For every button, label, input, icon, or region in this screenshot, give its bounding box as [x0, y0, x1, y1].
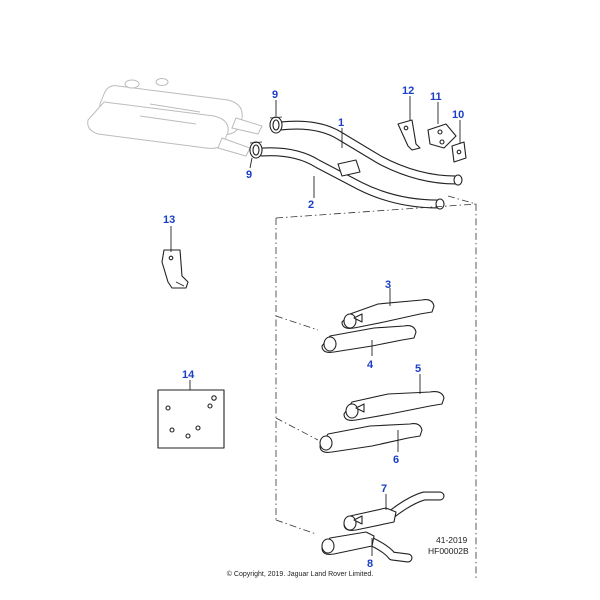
callout-6: 6: [393, 454, 399, 466]
mounting-bracket-12: [397, 119, 421, 151]
callout-2: 2: [308, 199, 314, 211]
fixing-kit-14: [157, 389, 225, 449]
front-silencer-6: [319, 423, 423, 453]
callout-14: 14: [182, 369, 195, 381]
front-silencer-7: [343, 491, 445, 531]
callout-10: 10: [452, 109, 464, 121]
front-pipe-1: [275, 120, 463, 186]
pipe-clamp-upper: [269, 116, 283, 134]
callout-9-lower: 9: [246, 169, 252, 181]
heat-shield-bracket-13: [161, 249, 189, 289]
leader-lines: [170, 96, 461, 556]
rear-silencer-ghost: [87, 78, 263, 157]
callout-13: 13: [163, 214, 175, 226]
illustration-id: HF00002B: [428, 546, 469, 556]
callout-8: 8: [367, 558, 373, 570]
callout-11: 11: [430, 91, 442, 103]
callout-5: 5: [415, 363, 421, 375]
front-silencer-3: [341, 299, 435, 329]
callout-labels: 1 2 9 9 12 11 10 13 14 3 4 5 6 7 8: [163, 85, 464, 570]
pipe-clamp-lower: [249, 141, 263, 159]
front-pipe-2: [257, 147, 445, 210]
front-silencer-4: [321, 325, 417, 353]
callout-3: 3: [385, 279, 391, 291]
front-silencer-5: [343, 391, 445, 421]
callout-12: 12: [402, 85, 414, 97]
dashed-grouping-lines: [275, 195, 477, 578]
callout-9-upper: 9: [272, 89, 278, 101]
callout-4: 4: [367, 359, 374, 371]
callout-1: 1: [338, 117, 344, 129]
copyright-notice: © Copyright, 2019. Jaguar Land Rover Lim…: [227, 570, 373, 578]
section-reference: 41-2019: [436, 535, 467, 545]
mounting-bracket-11: [427, 123, 457, 149]
front-silencer-8: [321, 531, 413, 563]
mounting-bracket-10: [451, 141, 467, 163]
callout-7: 7: [381, 483, 387, 495]
